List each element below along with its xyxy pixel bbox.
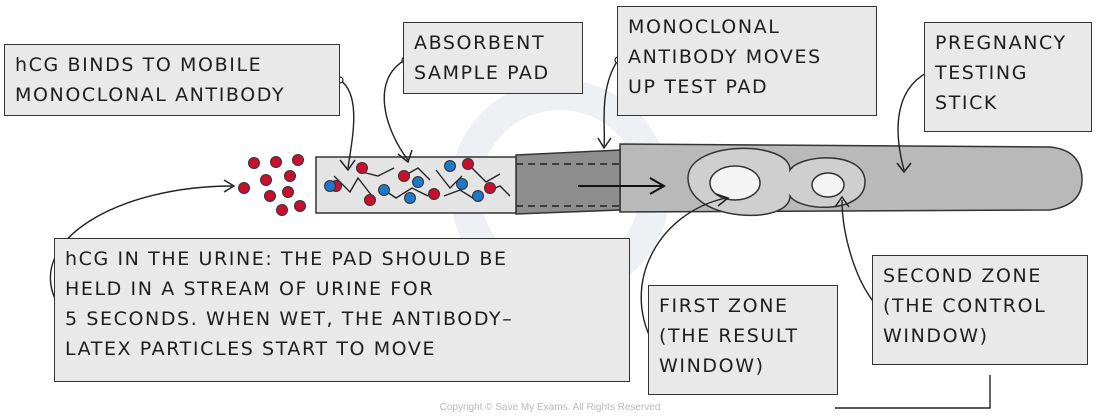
label-antibody-moves: MONOCLONAL ANTIBODY MOVES UP TEST PAD	[617, 6, 877, 116]
arrowhead-absorbent	[397, 149, 413, 164]
antibody-latex-particle	[412, 176, 424, 188]
antibody-latex-particle	[472, 190, 484, 202]
hcg-molecule	[294, 200, 306, 212]
flow-arrow-head	[649, 177, 667, 195]
arrowhead-hcg-binds	[339, 159, 356, 172]
leader-antibody-moves	[603, 59, 619, 147]
stick-casing-taper	[515, 149, 621, 215]
hcg-molecule	[270, 156, 282, 168]
label-testing-stick: PREGNANCY TESTING STICK	[924, 22, 1092, 132]
bound-hcg-molecule	[364, 194, 376, 206]
hcg-molecule	[248, 157, 260, 169]
arrow-heads	[223, 137, 912, 208]
hcg-molecule	[284, 170, 296, 182]
bound-hcg-molecule	[356, 162, 368, 174]
antibody-chain	[361, 167, 395, 177]
label-second-zone: SECOND ZONE (THE CONTROL WINDOW)	[872, 255, 1088, 365]
free-hcg-particles	[238, 154, 306, 216]
leader-lines	[49, 59, 991, 409]
arrowhead-second-zone	[834, 195, 850, 208]
bound-hcg-molecule	[428, 188, 440, 200]
leader-second-zone-tail	[835, 375, 991, 409]
hcg-molecule	[264, 190, 276, 202]
arrowhead-hcg-urine	[223, 179, 236, 193]
hcg-molecule	[260, 174, 272, 186]
label-absorbent-pad: ABSORBENT SAMPLE PAD	[403, 22, 583, 94]
arrowhead-testing-stick	[896, 162, 912, 174]
leader-absorbent	[383, 59, 409, 161]
antibody-chain	[333, 175, 373, 197]
arrowhead-first-zone	[715, 193, 730, 207]
bound-hcg-molecule	[484, 182, 496, 194]
leader-testing-stick	[897, 71, 929, 171]
leader-second-zone	[841, 199, 877, 306]
label-hcg-binds: hCG BINDS TO MOBILE MONOCLONAL ANTIBODY	[4, 44, 340, 116]
leader-hcg-urine	[49, 185, 233, 306]
antibody-complexes	[324, 158, 511, 206]
antibody-chain	[443, 189, 477, 201]
antibody-latex-particle	[324, 180, 336, 192]
bound-hcg-molecule	[398, 170, 410, 182]
hcg-molecule	[238, 182, 250, 194]
leader-hcg-binds	[339, 79, 355, 169]
antibody-latex-particle	[378, 184, 390, 196]
antibody-chain	[383, 187, 429, 199]
antibody-latex-particle	[456, 178, 468, 190]
hcg-molecule	[276, 204, 288, 216]
hcg-molecule	[282, 186, 294, 198]
label-first-zone: FIRST ZONE (THE RESULT WINDOW)	[648, 285, 838, 395]
hcg-molecule	[292, 154, 304, 166]
result-window	[709, 165, 761, 201]
arrowhead-antibody-moves	[597, 137, 612, 150]
internal-pad-outline	[516, 163, 620, 207]
copyright-notice: Copyright © Save My Exams. All Rights Re…	[439, 402, 661, 413]
antibody-latex-particle	[404, 192, 416, 204]
label-hcg-urine: hCG IN THE URINE: THE PAD SHOULD BE HELD…	[54, 238, 630, 382]
control-window	[811, 172, 845, 198]
leader-first-zone	[640, 197, 727, 344]
bound-hcg-molecule	[462, 158, 474, 170]
antibody-chain	[471, 167, 501, 183]
antibody-latex-particle	[444, 160, 456, 172]
